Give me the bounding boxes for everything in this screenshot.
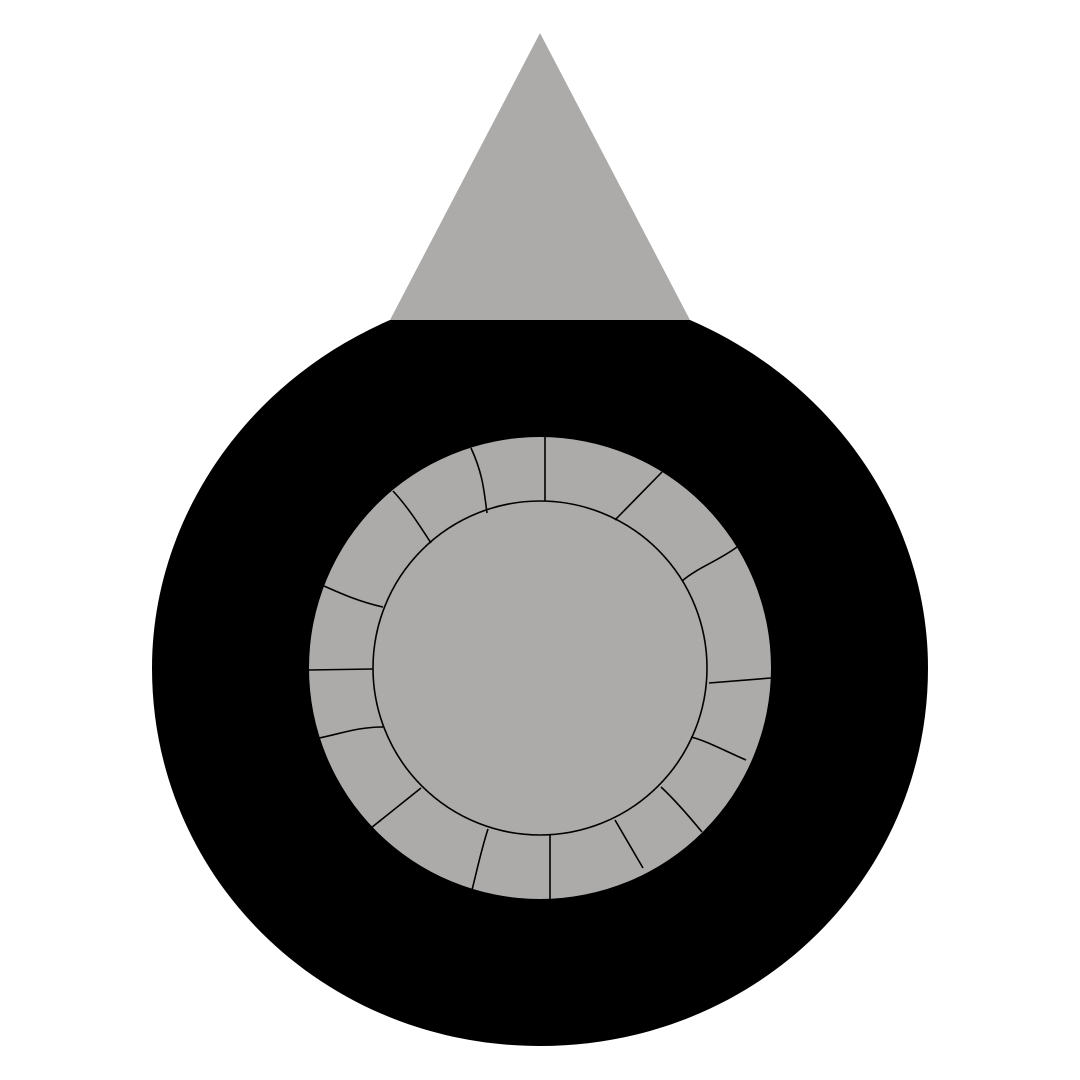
grip-ridge xyxy=(614,471,663,521)
grip-ridge xyxy=(681,546,738,582)
grip-ridge xyxy=(470,447,488,514)
grip-ridge xyxy=(708,677,772,684)
knob-face xyxy=(372,500,708,836)
grip-ridge xyxy=(690,736,747,761)
grip-ridge xyxy=(370,787,422,829)
grip-ridge xyxy=(308,668,374,671)
pointer-indicator xyxy=(390,33,690,320)
grip-ridge xyxy=(318,726,384,739)
grip-ridge xyxy=(471,828,489,891)
grip-ridges xyxy=(308,437,772,899)
grip-ridge xyxy=(392,490,432,544)
grip-ridge xyxy=(614,819,644,869)
grip-ridge xyxy=(323,585,384,608)
grip-ridge xyxy=(660,786,703,833)
